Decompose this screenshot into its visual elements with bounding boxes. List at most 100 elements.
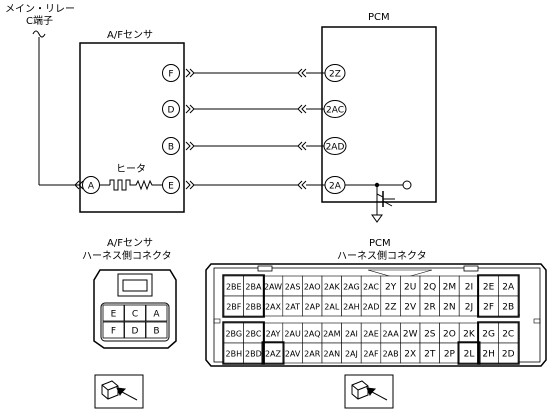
- pcm-pin-label: 2B: [502, 303, 514, 313]
- pcm-pin-label: 2M: [443, 283, 457, 293]
- pcm-pin-label: 2AW: [264, 283, 282, 292]
- connector-symbol: [297, 180, 307, 190]
- terminal-circle: [402, 180, 412, 190]
- pcm-pin-label: 2AN: [324, 350, 341, 359]
- pcm-terminal-2ad: [323, 137, 347, 155]
- heater-element-symbol: [109, 179, 163, 191]
- pcm-pin-label: 2AD: [363, 303, 380, 312]
- pcm-pin-label: 2K: [463, 330, 476, 340]
- pcm-pin-group-outline: [477, 321, 520, 365]
- pcm-pin-label: 2AJ: [345, 350, 358, 359]
- pcm-pin-label: 2AT: [285, 303, 300, 312]
- connector-symbol: [297, 141, 307, 151]
- pcm-pin-label: 2AP: [305, 303, 321, 312]
- pcm-pin-label: 2AQ: [304, 330, 321, 339]
- pcm-pin-label: 2BG: [225, 330, 242, 339]
- af-pin-label: F: [111, 327, 116, 337]
- circuit-f-2z: F 2Z: [162, 64, 346, 82]
- af-connector-caption: ハーネス側コネクタ: [82, 249, 172, 262]
- pcm-pin-label: 2N: [443, 303, 455, 313]
- pcm-pin-label: 2AY: [266, 330, 281, 339]
- sensor-terminal-a-label: A: [88, 182, 95, 192]
- main-relay-terminal-label: C端子: [26, 14, 53, 27]
- af-pin-cell: [102, 304, 125, 322]
- connector-symbol: [185, 180, 195, 190]
- sensor-terminal-b: [162, 137, 180, 155]
- circuit-d-2ac: D 2AC: [162, 100, 347, 118]
- pcm-pin-label: 2AL: [324, 303, 340, 312]
- af-pin-cell: [145, 304, 168, 322]
- pcm-pin-label: 2T: [424, 350, 436, 360]
- pcm-pin-label: 2P: [444, 350, 456, 360]
- transistor-symbol: [371, 185, 395, 223]
- pcm-pin-label: 2AM: [323, 330, 341, 339]
- pcm-pin-label: 2L: [464, 350, 475, 360]
- pcm-pin-label: 2Q: [423, 283, 436, 293]
- sensor-terminal-f: [162, 64, 180, 82]
- pcm-pin-label: 2D: [502, 350, 515, 360]
- sensor-terminal-d-label: D: [168, 106, 175, 116]
- pcm-pin-label: 2BF: [226, 303, 242, 312]
- pcm-pin-label: 2U: [404, 283, 416, 293]
- af-sensor-caption: A/Fセンサ: [107, 237, 153, 249]
- pcm-pin-label: 2AE: [363, 330, 379, 339]
- connector-symbol: [185, 141, 195, 151]
- pcm-pin-group-outline: [261, 341, 285, 365]
- pcm-pin-group-outline: [222, 321, 265, 365]
- pcm-box: [321, 26, 437, 203]
- pcm-terminal-2a-label: 2A: [329, 182, 342, 192]
- pcm-view-direction-icon: [344, 374, 394, 409]
- af-view-direction-icon: [94, 374, 144, 409]
- pcm-pin-label: 2BH: [226, 350, 243, 359]
- pcm-pin-label: 2V: [404, 303, 417, 313]
- pcm-pin-label: 2F: [483, 303, 494, 313]
- pcm-pin-label: 2X: [404, 350, 416, 360]
- af-pin-label: D: [132, 327, 139, 337]
- af-pin-cell: [124, 304, 146, 322]
- pcm-pin-cell: [498, 295, 519, 317]
- connector-symbol: [185, 104, 195, 114]
- af-pin-cell: [145, 321, 168, 339]
- pcm-caption: PCM: [369, 238, 391, 249]
- pcm-pin-label: 2AA: [382, 330, 399, 339]
- pcm-pin-label: 2AS: [285, 283, 301, 292]
- pcm-terminal-2z-label: 2Z: [329, 70, 341, 80]
- pcm-pin-label: 2J: [465, 303, 473, 313]
- pcm-pin-label: 2AC: [363, 283, 379, 292]
- pcm-pin-label: 2AO: [304, 283, 321, 292]
- pcm-pin-label: 2AH: [343, 303, 360, 312]
- pcm-pin-group-outline: [222, 274, 265, 318]
- af-pin-label: C: [132, 310, 138, 320]
- af-pin-label: E: [111, 310, 117, 320]
- pcm-pin-label: 2AV: [285, 350, 301, 359]
- connector-symbol: [185, 68, 195, 78]
- heater-label: ヒータ: [116, 163, 146, 175]
- pcm-pin-label: 2H: [482, 350, 495, 360]
- pcm-terminal-2ac: [323, 100, 347, 118]
- pcm-pin-label: 2AB: [383, 350, 399, 359]
- pcm-terminal-2ac-label: 2AC: [326, 106, 344, 116]
- pcm-connector-caption: ハーネス側コネクタ: [337, 249, 427, 262]
- pcm-pin-label: 2BD: [245, 350, 262, 359]
- pcm-pin-label: 2BC: [245, 330, 261, 339]
- af-sensor-title: A/Fセンサ: [107, 29, 153, 41]
- af-pin-cell: [124, 321, 146, 339]
- pcm-pin-cell: [498, 342, 519, 364]
- sensor-terminal-e: [162, 176, 180, 194]
- pcm-pin-label: 2Y: [385, 283, 397, 293]
- pcm-pin-group-outline: [457, 341, 481, 365]
- pcm-pin-label: 2AI: [345, 330, 358, 339]
- main-relay-label: メイン・リレー: [5, 4, 75, 15]
- pcm-pin-label: 2W: [403, 330, 418, 340]
- pcm-pin-label: 2BB: [245, 303, 261, 312]
- af-pin-label: B: [153, 327, 159, 337]
- pcm-terminal-2z: [324, 64, 346, 82]
- pcm-pin-label: 2AZ: [265, 350, 282, 359]
- pcm-pin-label: 2A: [502, 283, 515, 293]
- pcm-pin-label: 2AX: [265, 303, 282, 312]
- pcm-pin-label: 2G: [482, 330, 495, 340]
- pcm-pin-label: 2S: [424, 330, 436, 340]
